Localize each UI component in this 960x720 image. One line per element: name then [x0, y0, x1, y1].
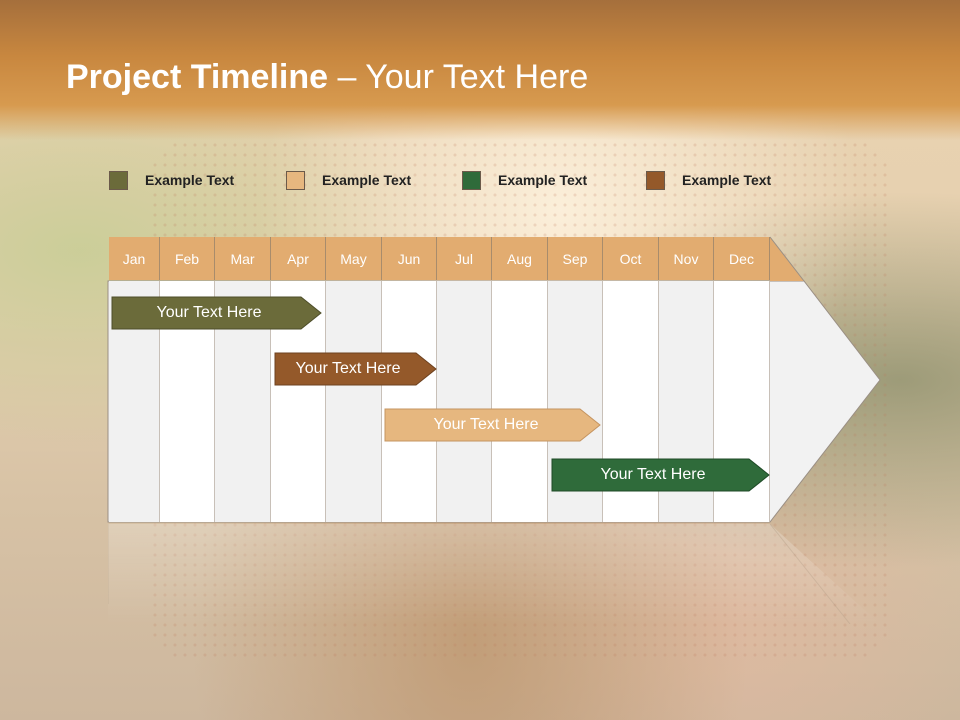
legend-label-3: Example Text [498, 172, 588, 188]
month-label: Oct [603, 237, 659, 280]
legend-swatch-3 [462, 171, 481, 190]
month-column [437, 281, 492, 522]
title-rest: – Your Text Here [328, 58, 589, 96]
month-label: Aug [492, 237, 548, 280]
legend-label-1: Example Text [145, 172, 235, 188]
month-label: Jun [382, 237, 437, 280]
month-label: Sep [548, 237, 603, 280]
task-label-2: Your Text Here [295, 360, 401, 377]
page-title: Project Timeline – Your Text Here [66, 58, 588, 97]
month-column [326, 281, 382, 522]
month-label: Jan [109, 237, 160, 280]
month-label: May [326, 237, 382, 280]
legend-swatch-1 [109, 171, 128, 190]
legend-label-2: Example Text [322, 172, 412, 188]
month-label: Dec [714, 237, 770, 280]
task-label-1: Your Text Here [156, 304, 262, 321]
legend-label-4: Example Text [682, 172, 772, 188]
legend-swatch-4 [646, 171, 665, 190]
month-column [382, 281, 437, 522]
task-label-3: Your Text Here [433, 416, 539, 433]
month-column [492, 281, 548, 522]
reflection [108, 524, 880, 624]
month-label: Jul [437, 237, 492, 280]
month-label: Mar [215, 237, 271, 280]
month-label: Feb [160, 237, 215, 280]
title-banner [0, 0, 960, 140]
title-bold: Project Timeline [66, 58, 329, 96]
task-label-4: Your Text Here [600, 466, 706, 483]
month-label: Nov [659, 237, 714, 280]
legend-swatch-2 [286, 171, 305, 190]
month-label: Apr [271, 237, 326, 280]
